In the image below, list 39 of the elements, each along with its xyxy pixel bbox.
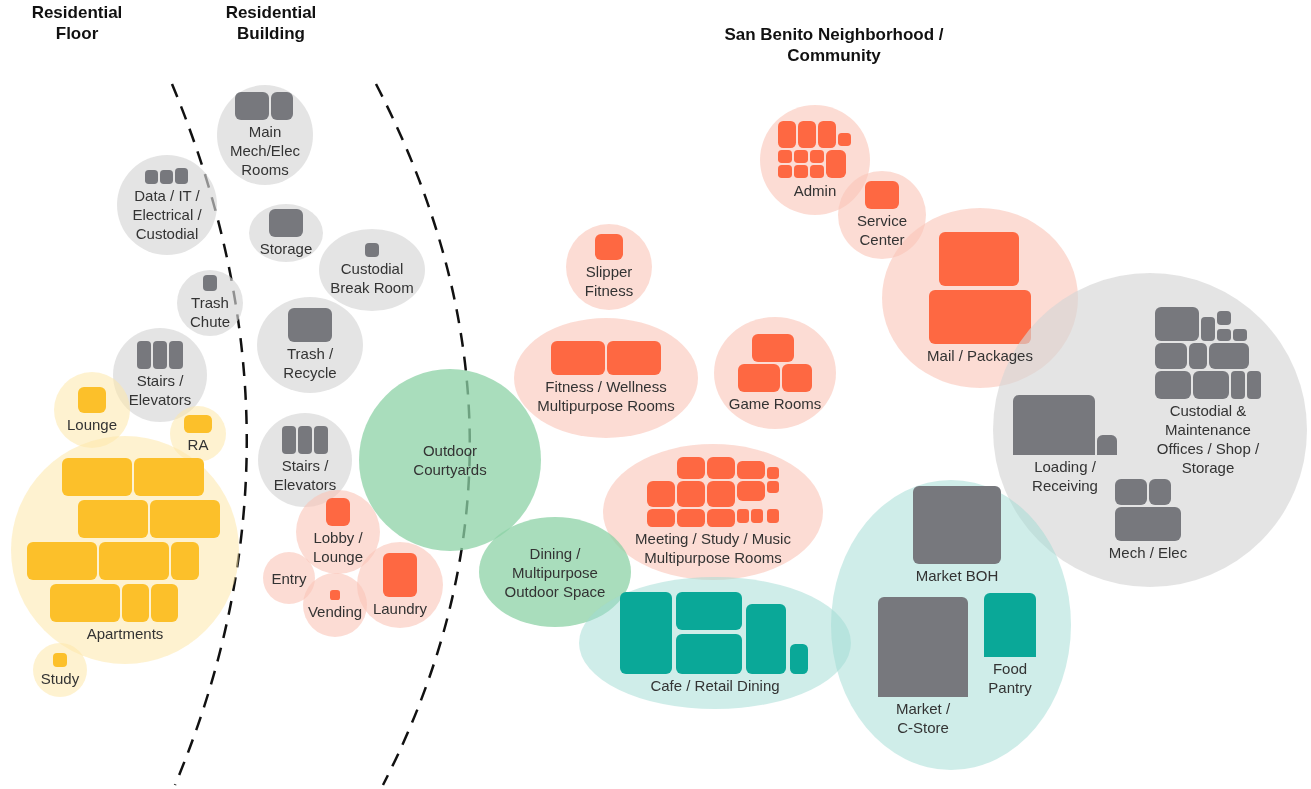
space-label: Main Mech/Elec Rooms: [229, 121, 301, 179]
space-label: Custodial & Maintenance Offices / Shop / Storage: [1155, 401, 1261, 477]
space-label: Loading / Receiving: [1031, 457, 1099, 495]
space-label: Lobby / Lounge: [311, 528, 365, 566]
space-label: Storage: [258, 238, 314, 258]
space-label: Lounge: [65, 414, 119, 434]
space-label: Data / IT / Electrical / Custodial: [131, 185, 203, 243]
column-heading: Residential Floor: [30, 2, 124, 44]
space-label: Stairs / Elevators: [272, 456, 338, 494]
space-label: Market BOH: [914, 565, 1000, 585]
space-label: Trash Chute: [189, 293, 231, 331]
space-bubble: [263, 552, 315, 604]
space-label: Outdoor Courtyards: [412, 441, 488, 479]
space-label: Dining / Multipurpose Outdoor Space: [503, 543, 607, 601]
space-label: Game Rooms: [727, 393, 823, 413]
space-bubble: [177, 270, 243, 336]
space-label: Apartments: [85, 623, 165, 643]
column-heading: Residential Building: [224, 2, 318, 44]
space-label: Entry: [270, 568, 308, 588]
space-label: Meeting / Study / Music Multipurpose Rooms: [634, 529, 792, 567]
space-bubble: [33, 643, 87, 697]
space-label: Stairs / Elevators: [127, 371, 193, 409]
column-heading: San Benito Neighborhood / Community: [723, 24, 945, 66]
space-label: Service Center: [856, 211, 908, 249]
space-label: Cafe / Retail Dining: [649, 675, 781, 695]
space-label: Vending: [306, 601, 364, 621]
space-label: Laundry: [371, 598, 429, 618]
space-label: Mail / Packages: [926, 345, 1034, 365]
space-label: Food Pantry: [987, 659, 1033, 697]
space-label: Slipper Fitness: [583, 262, 635, 300]
space-label: Mech / Elec: [1107, 542, 1189, 562]
space-label: Fitness / Wellness Multipurpose Rooms: [536, 377, 676, 415]
space-label: Trash / Recycle: [282, 344, 338, 382]
space-label: Market / C-Store: [894, 699, 952, 737]
space-label: Custodial Break Room: [329, 259, 415, 297]
space-label: RA: [186, 434, 210, 454]
space-label: Study: [39, 668, 81, 688]
space-label: Admin: [792, 180, 838, 200]
space-bubble: [170, 406, 226, 462]
